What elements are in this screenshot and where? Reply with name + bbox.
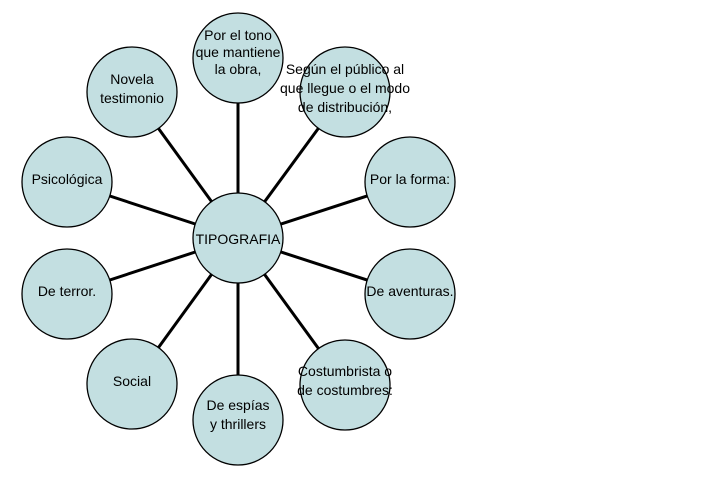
node-terror: De terror. xyxy=(21,248,113,340)
node-circle-psicologica xyxy=(21,136,113,228)
node-label-line: testimonio xyxy=(100,90,164,106)
center-node: TIPOGRAFIA xyxy=(192,192,284,284)
node-circle-forma xyxy=(364,136,456,228)
node-label-psicologica: Psicológica xyxy=(32,171,103,187)
node-label-espias: De espías y thrillers xyxy=(206,397,269,432)
node-label-aventuras: De aventuras. xyxy=(366,283,453,299)
node-label-line: De espías xyxy=(206,397,269,413)
node-label-terror: De terror. xyxy=(38,283,96,299)
node-psicologica: Psicológica xyxy=(21,136,113,228)
node-label-line: De terror. xyxy=(38,283,96,299)
node-label-line: Costumbrista o xyxy=(298,363,392,379)
node-label-line: Por la forma: xyxy=(370,171,450,187)
node-label-costumbrista: Costumbrista o de costumbres: xyxy=(297,363,393,398)
node-label-testimonio: Novela testimonio xyxy=(100,71,164,106)
node-publico: Según el público al que llegue o el modo d… xyxy=(280,46,410,138)
node-label-line: Social xyxy=(113,373,151,389)
node-label-line: y thrillers xyxy=(210,416,266,432)
node-circle-terror xyxy=(21,248,113,340)
node-label-line: Psicológica xyxy=(32,171,103,187)
node-espias: De espías y thrillers xyxy=(192,374,284,466)
node-label-line: de distribución, xyxy=(298,99,392,115)
node-testimonio: Novela testimonio xyxy=(86,46,178,138)
node-aventuras: De aventuras. xyxy=(364,248,456,340)
node-label-line: De aventuras. xyxy=(366,283,453,299)
node-forma: Por la forma: xyxy=(364,136,456,228)
node-circle-tono xyxy=(192,12,284,104)
node-label-forma: Por la forma: xyxy=(370,171,450,187)
node-label-line: Según el público al xyxy=(286,61,404,77)
center-node-circle xyxy=(192,192,284,284)
node-circle-publico xyxy=(299,46,391,138)
node-label-line: Novela xyxy=(110,71,154,87)
node-label-social: Social xyxy=(113,373,151,389)
node-costumbrista: Costumbrista o de costumbres: xyxy=(297,339,393,431)
center-node-label: TIPOGRAFIA xyxy=(196,231,281,247)
node-circle-costumbrista xyxy=(299,339,391,431)
node-label-line: que llegue o el modo xyxy=(280,80,410,96)
node-label-publico: Según el público al que llegue o el modo d… xyxy=(280,61,410,115)
node-circle-social xyxy=(86,338,178,430)
node-circle-aventuras xyxy=(364,248,456,340)
node-label-line: Por el tono xyxy=(204,27,272,43)
node-label-line: de costumbres: xyxy=(297,382,393,398)
node-label-line: la obra, xyxy=(215,61,262,77)
node-label-line: que mantiene xyxy=(196,44,281,60)
node-circle-testimonio xyxy=(86,46,178,138)
node-label-line: TIPOGRAFIA xyxy=(196,231,281,247)
node-circle-espias xyxy=(192,374,284,466)
node-social: Social xyxy=(86,338,178,430)
